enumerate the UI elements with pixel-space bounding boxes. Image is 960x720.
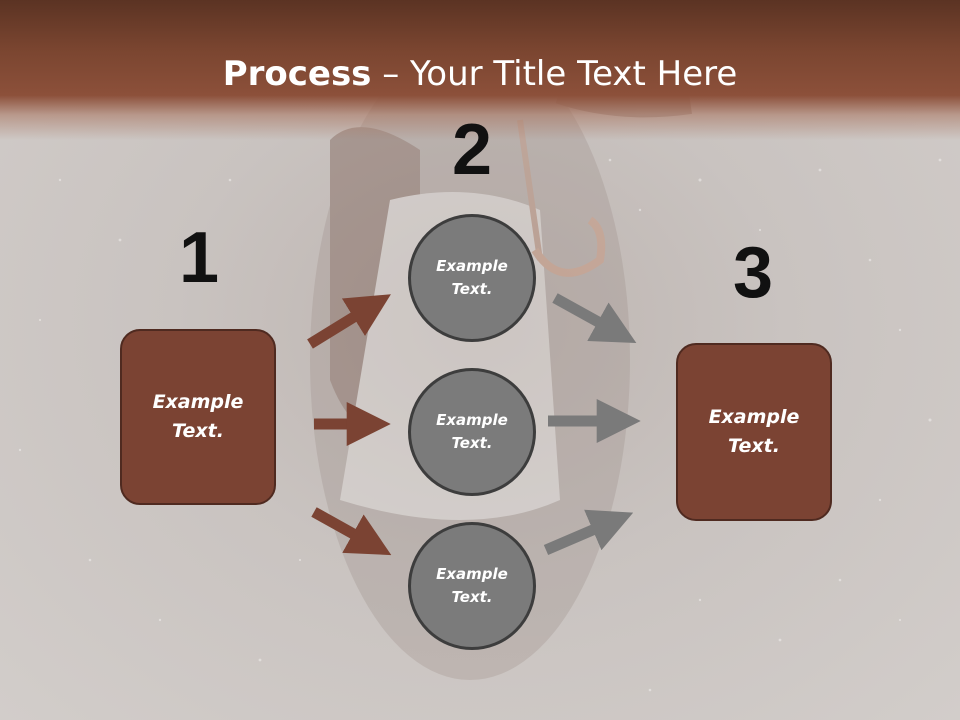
step-2-circle-bottom: Example Text. [408,522,536,650]
header-band [0,0,960,140]
step-2-circle-middle: Example Text. [408,368,536,496]
circle-bottom-text: Example Text. [436,565,508,606]
slide-title: Process – Your Title Text Here [0,52,960,96]
arrow-top-to-3 [552,293,637,344]
arrow-1-to-top [307,294,391,349]
circle-middle-text: Example Text. [436,411,508,452]
step-2-circle-top: Example Text. [408,214,536,342]
title-rest: – Your Title Text Here [371,54,738,94]
step-number-2: 2 [451,110,493,190]
circle-top-text: Example Text. [436,257,508,298]
title-bold: Process [222,54,372,94]
arrow-1-to-bottom [311,507,392,556]
step-1-box: Example Text. [120,329,276,505]
step-3-box: Example Text. [676,343,832,521]
arrow-bottom-to-3 [543,509,634,556]
step-3-text: Example Text. [708,406,800,457]
step-1-text: Example Text. [152,391,244,442]
step-number-1: 1 [178,218,220,298]
step-number-3: 3 [732,233,774,313]
